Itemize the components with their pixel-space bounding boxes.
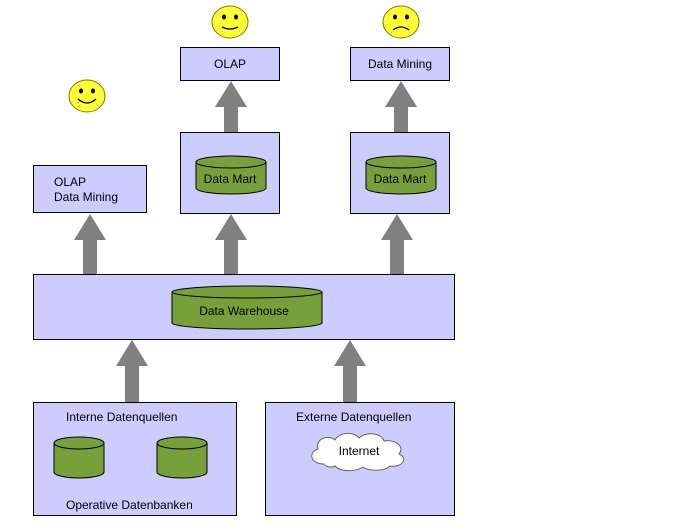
data-mining-box: Data Mining [350,47,450,81]
cloud-icon [311,432,405,472]
data-warehouse-label: Data Warehouse [199,304,289,318]
up-arrow-icon [215,81,247,133]
internal-sources-box: Interne Datenquellen Operative Datenbank… [33,402,237,516]
up-arrow-icon [385,81,417,133]
up-arrow-icon [116,340,148,402]
up-arrow-icon [215,214,247,274]
olap-data-mining-box: OLAP Data Mining [33,165,147,213]
external-sources-box: Externe Datenquellen Internet [265,402,455,516]
cylinder-icon [53,436,105,479]
neutral-face-icon [211,5,249,39]
olap-box: OLAP [180,47,280,81]
happy-face-icon [68,79,106,113]
operative-databases-caption: Operative Datenbanken [66,498,193,512]
sad-face-icon [382,5,420,39]
left-client-line2: Data Mining [54,190,119,204]
internal-sources-title: Interne Datenquellen [66,410,178,424]
external-sources-title: Externe Datenquellen [296,410,412,424]
cylinder-icon [156,436,208,479]
up-arrow-icon [381,214,413,274]
internet-label: Internet [338,444,380,458]
up-arrow-icon [74,214,106,274]
data-mart-label: Data Mart [203,172,257,186]
left-client-line1: OLAP [54,175,87,189]
cylinder-icon [171,285,323,330]
data-warehouse-box: Data Warehouse [33,274,455,340]
data-mart-label: Data Mart [373,172,427,186]
up-arrow-icon [334,340,366,402]
data-mart-box-mining: Data Mart [350,132,450,214]
cylinder-icon [195,155,267,195]
cylinder-icon [365,155,437,195]
olap-label: OLAP [213,57,246,71]
data-mart-box-olap: Data Mart [180,132,280,214]
data-mining-label: Data Mining [367,57,433,71]
